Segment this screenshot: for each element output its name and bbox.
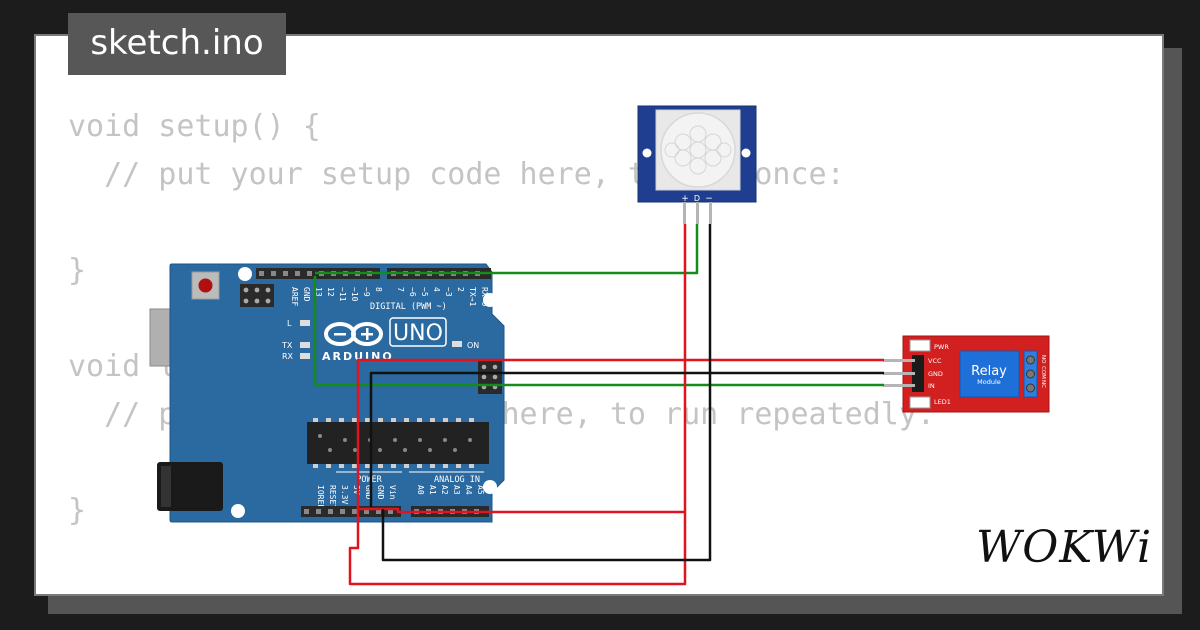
wire-relay-in[interactable]	[313, 276, 884, 387]
reset-button-knob	[198, 278, 213, 293]
pin-label: 5V	[352, 485, 361, 495]
relay-title: Relay	[971, 364, 1007, 379]
led-rx	[300, 353, 310, 359]
pin-label: A5	[476, 485, 485, 495]
led-rx-label: RX	[282, 352, 294, 361]
pin-label: 7	[396, 287, 405, 292]
pin-label: 2	[456, 287, 465, 292]
digital-header-label: DIGITAL (PWM ~)	[370, 302, 447, 312]
mount-hole	[238, 267, 252, 281]
pin-label: A0	[416, 485, 425, 495]
wire-vcc[interactable]	[348, 224, 884, 586]
led1-label: LED1	[934, 398, 951, 406]
pwr-led	[909, 339, 931, 352]
mount-hole	[741, 148, 751, 158]
wokwi-logo: WOKWi	[976, 522, 1153, 573]
relay-pin-label: IN	[928, 382, 935, 390]
relay-pin-lead	[883, 372, 915, 375]
mount-hole	[231, 504, 245, 518]
wire-pir-gnd[interactable]	[381, 224, 712, 562]
uno-badge	[389, 317, 447, 347]
wire-5v[interactable]	[358, 507, 685, 514]
pin-label: 4	[432, 287, 441, 292]
wire-relay-gnd[interactable]	[369, 371, 884, 507]
pin-label: 3.3V	[340, 485, 349, 504]
led-on	[452, 341, 462, 347]
pin-label: Vin	[388, 485, 397, 500]
pin-label: A2	[440, 485, 449, 495]
code-line: }	[68, 253, 87, 288]
arduino-uno-board[interactable]: AREF GND 13 12 ~11 ~10 ~9 8 7 ~6 ~5 4 ~3…	[149, 263, 505, 523]
relay-pin-label: VCC	[928, 357, 942, 365]
relay-box	[959, 350, 1020, 398]
mount-hole	[642, 148, 652, 158]
pin-label: GND	[376, 485, 385, 500]
arduino-logo	[324, 322, 383, 346]
led-l	[300, 320, 310, 326]
pir-lead	[696, 202, 699, 224]
pin-label: 12	[326, 287, 335, 297]
pin-label: ~9	[362, 287, 371, 297]
pin-label: ~3	[444, 287, 453, 297]
pin-label: RESET	[328, 485, 337, 509]
atmega-chip	[307, 418, 489, 468]
pin-label: ~10	[350, 287, 359, 302]
relay-terminal-label: NO	[1040, 355, 1046, 364]
power-jack	[157, 462, 223, 511]
relay-pin-header	[912, 355, 924, 392]
relay-terminal-label: COM	[1040, 366, 1046, 379]
relay-pin-lead	[883, 384, 915, 387]
relay-subtitle: Module	[977, 378, 1001, 386]
pin-label: A3	[452, 485, 461, 495]
uno-label: UNO	[393, 321, 443, 346]
relay-terminal-label: NC	[1040, 380, 1046, 388]
icsp2-header	[478, 360, 502, 394]
pin-label: 13	[314, 287, 323, 297]
pin-label: GND	[364, 485, 373, 500]
pwr-led-label: PWR	[934, 343, 949, 351]
pin-label: IOREF	[316, 485, 325, 509]
pin-label: ~5	[420, 287, 429, 297]
pin-label: A1	[428, 485, 437, 495]
pin-label: ~6	[408, 287, 417, 297]
pin-label: A4	[464, 485, 473, 495]
code-line: }	[68, 493, 87, 528]
mount-hole	[483, 293, 497, 307]
mount-hole	[483, 480, 497, 494]
relay-pin-label: GND	[928, 370, 943, 378]
pin-label: TX→1	[468, 287, 477, 306]
pir-lead	[683, 202, 686, 224]
pin-label: RX←0	[480, 287, 489, 306]
power-header-label: POWER	[356, 475, 382, 485]
led1	[909, 396, 931, 409]
pir-sensor[interactable]: + D −	[637, 105, 757, 224]
pin-label: AREF	[290, 287, 299, 306]
led-tx	[300, 342, 310, 348]
pin-label: 8	[374, 287, 383, 292]
pin-label: GND	[302, 287, 311, 302]
pin-label: ~11	[338, 287, 347, 302]
file-tab[interactable]: sketch.ino	[68, 13, 286, 75]
icsp-header	[240, 284, 274, 307]
led-tx-label: TX	[281, 341, 293, 350]
led-on-label: ON	[467, 341, 479, 350]
led-l-label: L	[287, 319, 292, 328]
pir-pin-vcc: +	[681, 194, 689, 204]
pir-pin-data: D	[694, 194, 700, 203]
pir-dome	[660, 112, 736, 188]
analog-header-label: ANALOG IN	[434, 475, 480, 485]
power-header[interactable]	[301, 506, 401, 517]
pir-lead	[709, 202, 712, 224]
relay-module[interactable]: PWR LED1 VCC GND IN Relay Module NO COM …	[883, 335, 1050, 413]
pir-pin-gnd: −	[705, 194, 713, 204]
wire-pir-data[interactable]	[315, 224, 699, 275]
code-line: void setup() {	[68, 109, 321, 144]
relay-pin-lead	[883, 359, 915, 362]
